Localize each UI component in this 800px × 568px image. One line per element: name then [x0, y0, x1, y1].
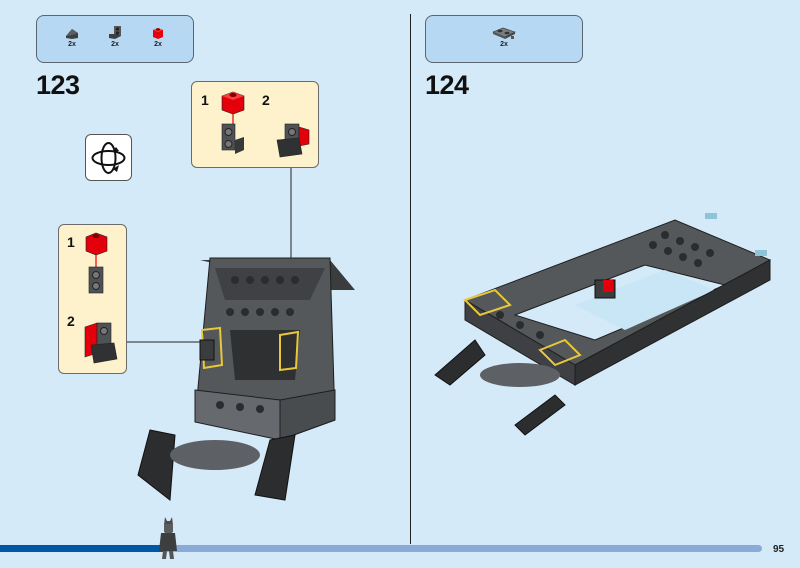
dark-gray-bracket-icon [109, 26, 121, 39]
step-number: 124 [425, 70, 469, 100]
part-item: 2x [100, 26, 130, 48]
red-brick-1x1-icon [153, 28, 163, 39]
minifigure-progress-marker [159, 517, 177, 559]
part-qty: 2x [154, 41, 162, 48]
model-drawing-step-124 [434, 213, 772, 436]
parts-list-step-123: 2x 2x 2x [36, 15, 194, 63]
rotate-model-box [85, 134, 132, 181]
sub-step-number: 2 [67, 313, 75, 329]
part-item: 2x [143, 26, 173, 48]
progress-bar [0, 545, 762, 552]
sub-step-number: 1 [67, 234, 75, 250]
model-drawing-step-123 [137, 257, 355, 501]
part-qty: 2x [68, 41, 76, 48]
bracket-brick-assembly-drawing [84, 232, 118, 364]
dark-gray-slope-icon [66, 29, 78, 39]
parts-list-step-124: 2x [425, 15, 583, 63]
page-divider [410, 14, 411, 544]
page-number: 95 [773, 544, 785, 555]
part-item: 2x [57, 26, 87, 48]
part-qty: 2x [500, 41, 508, 48]
sub-assembly-callout-top: 1 2 [191, 81, 319, 168]
part-item: 2x [489, 26, 519, 48]
gray-plate-2x2-clip-icon [492, 27, 516, 39]
sub-step-number: 1 [201, 92, 209, 108]
step-number: 123 [36, 70, 80, 100]
sub-assembly-callout-left: 1 2 [58, 224, 127, 374]
part-qty: 2x [111, 41, 119, 48]
sub-step-number: 2 [262, 92, 270, 108]
progress-bar-fill [0, 545, 164, 552]
rotate-model-icon [91, 142, 126, 174]
bracket-brick-assembly-drawing [221, 91, 310, 158]
